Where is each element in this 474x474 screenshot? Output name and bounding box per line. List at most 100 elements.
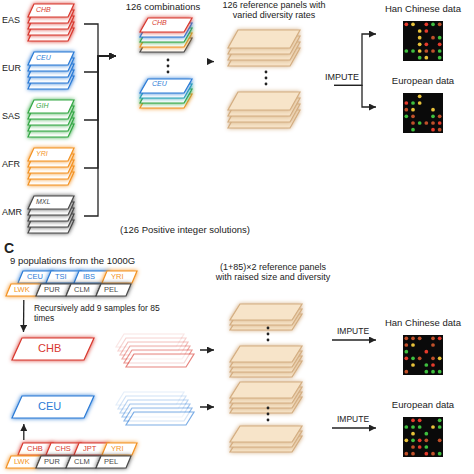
arrow-label: Recursively add 9 samples for 85 times xyxy=(34,304,164,324)
ellipsis-dot xyxy=(265,83,268,86)
panel-text: 126 reference panels with varied diversi… xyxy=(214,0,334,21)
panel-layer xyxy=(66,456,101,468)
genotype-dot xyxy=(424,438,428,442)
genotype-dot xyxy=(424,370,428,374)
genotype-dot xyxy=(418,121,422,125)
genotype-dot xyxy=(411,343,415,347)
genotype-dot xyxy=(431,370,435,374)
panel-text: CEU xyxy=(36,54,51,62)
panel-layer xyxy=(6,284,41,296)
panel-layer xyxy=(12,338,94,360)
panel-text: PEL xyxy=(104,286,118,295)
genotype-dot xyxy=(411,336,415,340)
genotype-dot xyxy=(438,36,442,40)
genotype-dot xyxy=(418,425,422,429)
genotype-dot xyxy=(438,356,442,360)
genotype-dot xyxy=(411,101,415,105)
genotype-dot xyxy=(438,336,442,340)
panel-text: CHB xyxy=(38,342,61,355)
genotype-dot xyxy=(431,36,435,40)
reference-panel-stack: (1+85)×2 reference panels with raised si… xyxy=(214,262,332,452)
population-stack: EURCEU xyxy=(2,50,84,94)
genotype-dot xyxy=(424,42,428,46)
genotype-dot xyxy=(431,108,435,112)
genotype-dot xyxy=(418,438,422,442)
genotype-dot xyxy=(431,356,435,360)
flow-arrow xyxy=(84,56,116,120)
genotype-dot xyxy=(411,452,415,456)
flow-arrow xyxy=(334,85,376,107)
panel-layer xyxy=(28,100,74,113)
arrow-label: IMPUTE xyxy=(337,415,369,425)
panel-text: AMR xyxy=(2,207,22,217)
genotype-dot xyxy=(424,445,428,449)
ellipsis-dot xyxy=(265,77,268,80)
ellipsis-dot xyxy=(167,59,170,62)
ellipsis-dot xyxy=(267,407,270,410)
panel-layer xyxy=(12,396,94,418)
ellipsis-dot xyxy=(267,413,270,416)
panel-text: JPT xyxy=(83,445,96,454)
panel-layer xyxy=(230,382,302,398)
genotype-dot xyxy=(431,452,435,456)
genotype-dot xyxy=(438,425,442,429)
panel-text: YRI xyxy=(36,150,48,158)
panel-text: CHS xyxy=(55,445,71,454)
genotype-dot xyxy=(411,22,415,26)
panel-text: CHB xyxy=(152,19,167,27)
genotype-dot xyxy=(411,356,415,360)
population-stack: AMRMXL xyxy=(2,194,84,238)
genotype-dot xyxy=(411,425,415,429)
panel-layer xyxy=(102,271,137,283)
genotype-dot xyxy=(411,438,415,442)
flow-arrow xyxy=(23,300,25,332)
panel-text: European data xyxy=(376,76,470,87)
seed-panel: CHB xyxy=(8,332,200,368)
flow-arrow xyxy=(332,339,376,340)
arrow-label: IMPUTE xyxy=(325,72,359,82)
genotype-dot xyxy=(438,418,442,422)
flow-arrow xyxy=(23,424,24,440)
genotype-array xyxy=(403,93,443,133)
genotype-dot xyxy=(404,22,408,26)
genotype-array xyxy=(403,335,443,375)
panel-text: PUR xyxy=(44,458,60,467)
panel-text: PEL xyxy=(104,458,118,467)
panel-text: LWK xyxy=(14,286,30,295)
panel-text: CLM xyxy=(74,458,90,467)
panel-text: SAS xyxy=(2,111,20,121)
panel-text: TSI xyxy=(55,273,67,282)
panel-text: CHB xyxy=(27,445,43,454)
target-data: Han Chinese data xyxy=(376,318,470,388)
reference-panel-stack: 126 reference panels with varied diversi… xyxy=(214,0,334,140)
flow-arrow xyxy=(84,56,116,216)
annotation: 9 populations from the 1000G xyxy=(10,256,135,267)
population-stack: EASCHB xyxy=(2,2,84,46)
genotype-dot xyxy=(431,425,435,429)
genotype-dot xyxy=(418,42,422,46)
panel-layer xyxy=(96,284,131,296)
panel-text: CLM xyxy=(74,286,90,295)
panel-text: IBS xyxy=(83,273,95,282)
panel-drawing xyxy=(8,390,200,424)
genotype-dot xyxy=(418,418,422,422)
ellipsis-dot xyxy=(167,65,170,68)
genotype-dot xyxy=(424,49,428,53)
genotype-dot xyxy=(404,101,408,105)
panel-layer xyxy=(28,4,74,17)
combination-stack: 126 combinationsCHBCEU xyxy=(116,0,210,112)
genotype-dot xyxy=(438,452,442,456)
panel-text: AFR xyxy=(2,159,20,169)
panel-letter: C xyxy=(4,240,14,256)
genotype-dot xyxy=(431,121,435,125)
genotype-dot xyxy=(431,336,435,340)
panel-layer xyxy=(230,346,302,362)
panel-layer xyxy=(228,30,300,48)
flow-arrow xyxy=(210,61,214,62)
genotype-dot xyxy=(411,108,415,112)
panel-drawing xyxy=(214,262,332,452)
panel-layer xyxy=(140,18,192,32)
flow-arrow xyxy=(200,406,214,407)
ellipsis-dot xyxy=(267,327,270,330)
